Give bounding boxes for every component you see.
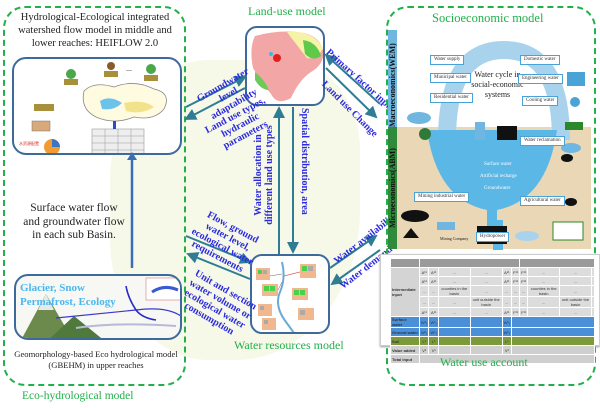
irrigation-unit [262,284,278,296]
reservoir-icon [515,231,539,241]
heiflow-title: Hydrological-Ecological integrated water… [18,12,172,49]
factory-icon [567,72,585,86]
gbehm-caption: Geomorphology-based Eco hydrological mod… [14,349,178,370]
micro-label: Microeconomics(ABM) [388,148,397,228]
lake-shape [100,98,122,110]
mine-pile-icon [401,210,429,222]
red-note: 水资源配置 [19,140,39,146]
socioeconomic-box [386,6,596,386]
socioeconomic-title: Socioeconomic model [432,11,544,25]
groundwater-label: Groundwater [484,186,511,191]
water-use-table: Intermediate input A¹¹ A¹¹ ... ... A¹¹ F… [390,258,596,364]
mountain-shape [22,294,72,338]
eco-hydrological-box [3,6,186,386]
truck-icon [437,222,455,230]
module-block [144,75,158,81]
module-block [64,79,78,85]
water-cycle-label: Water cycle in social-economic systems [471,70,524,99]
micro-band [388,127,397,249]
pill-cooling-water: Cooling water [522,96,559,106]
table-row [390,258,595,268]
gbehm-panel: Glacier, Snow Permafrost, Ecology [14,274,182,340]
water-resources-title: Water resources model [234,338,344,352]
tree-icon [107,62,115,70]
eco-hydrological-title: Eco-hydrological model [22,390,134,402]
rain-cloud-icon [407,112,431,124]
arrow-land-use-change [325,67,378,119]
flow-caption: Surface water flow and groundwater flow … [23,202,125,241]
irrigation-unit [262,318,276,330]
field-shape [124,101,154,113]
pill-municipal-water: Municipal water [430,73,471,83]
irrigation-unit [292,288,308,300]
greenhouse-icon [552,221,584,241]
pill-domestic-water: Domestic water [520,55,560,65]
water-resources-network [256,261,316,332]
arrow-water-demand [330,249,381,286]
module-block [104,71,118,77]
land-use-title: Land-use model [248,4,326,18]
table-row: A¹¹ A¹¹ ... ... A¹¹ F¹¹ F¹¹ ... ... [391,276,596,286]
irrigation-unit [300,264,316,278]
arrow-unit-section [186,252,251,280]
mining-company-label: Mining Company [440,236,469,241]
gbehm-diagram [22,277,180,338]
table-row: A¹¹ A¹¹ ... ... A¹¹ F¹¹ F¹¹ ... ... [391,307,596,317]
arrow-land-use-types [184,87,246,120]
land-use-map [251,31,323,102]
pill-engineering-water: Engineering water [518,74,563,84]
glacier-label: Glacier, Snow Permafrost, Ecology [20,282,116,308]
cow-icon [561,154,573,162]
water-basin [427,130,557,230]
water-resources-panel [250,254,330,334]
pill-hydropower: Hydropower [476,232,510,242]
irrigation-unit [258,304,272,316]
pill-water-supply: Water supply [430,55,465,65]
tree-icon [419,128,431,140]
pill-mining-industrial-water: Mining industrial water [414,192,470,202]
car-icon [570,97,580,107]
macro-label: Macroeconomics(WEM) [388,43,397,127]
tree-icon [146,64,156,74]
basin-shape [82,83,167,122]
building-icon [475,122,485,140]
arrow-flow-groundwater [185,235,252,264]
table-row: Intermediate input A¹¹ A¹¹ ... ... A¹¹ F… [390,267,596,317]
label-spatial-distribution: Spatial distribution, area [299,108,310,215]
table-row: Ground water W¹₁ W¹₁ W¹₁ [390,327,595,337]
irrigation-unit [256,268,270,280]
arrow-groundwater-level [185,76,247,108]
river-line [277,261,295,332]
cow-icon [565,198,577,206]
label-water-allocation: Water allocation in different land use t… [253,125,275,225]
heiflow-panel: ... 水资源配置 [12,57,182,155]
table-row: ... ... counties in the basin ... ... ..… [391,285,596,297]
module-block [34,104,54,111]
table-row: Soil L¹ L¹ L¹ [390,336,595,346]
pill-residential-water: Residential water [430,93,473,103]
table-row: ... ... ... unit outside the basin ... .… [391,296,596,308]
surface-water-label: Surface water [484,162,512,167]
rain-cloud-icon [561,143,581,153]
pill-agricultural-water: Agricultural water [520,196,565,206]
pill-water-reclamation: Water reclamation [520,136,565,146]
upward-arrow [127,152,137,268]
water-use-account-title: Water use account [440,355,528,369]
sign-board [497,126,517,140]
table-row: Value added V¹ V¹ V¹ [390,345,595,355]
table-row: Surface water W¹₁ W¹₁ W¹₁ [390,316,595,328]
arrow-primary-factor [324,53,381,105]
artificial-recharge-label: Artificial recharge [480,174,517,179]
macro-band [388,30,397,127]
tree-icon [66,69,76,79]
modflow-grid [91,121,145,153]
table-row: Total input [390,354,595,364]
land-use-map-panel [245,26,325,106]
tractor-icon [565,122,583,130]
arrow-water-availability [329,234,378,269]
ellipsis: ... [126,64,132,73]
irrigation-unit [298,308,314,320]
heiflow-diagram: ... 水资源配置 [19,62,167,153]
module-block [31,120,51,132]
